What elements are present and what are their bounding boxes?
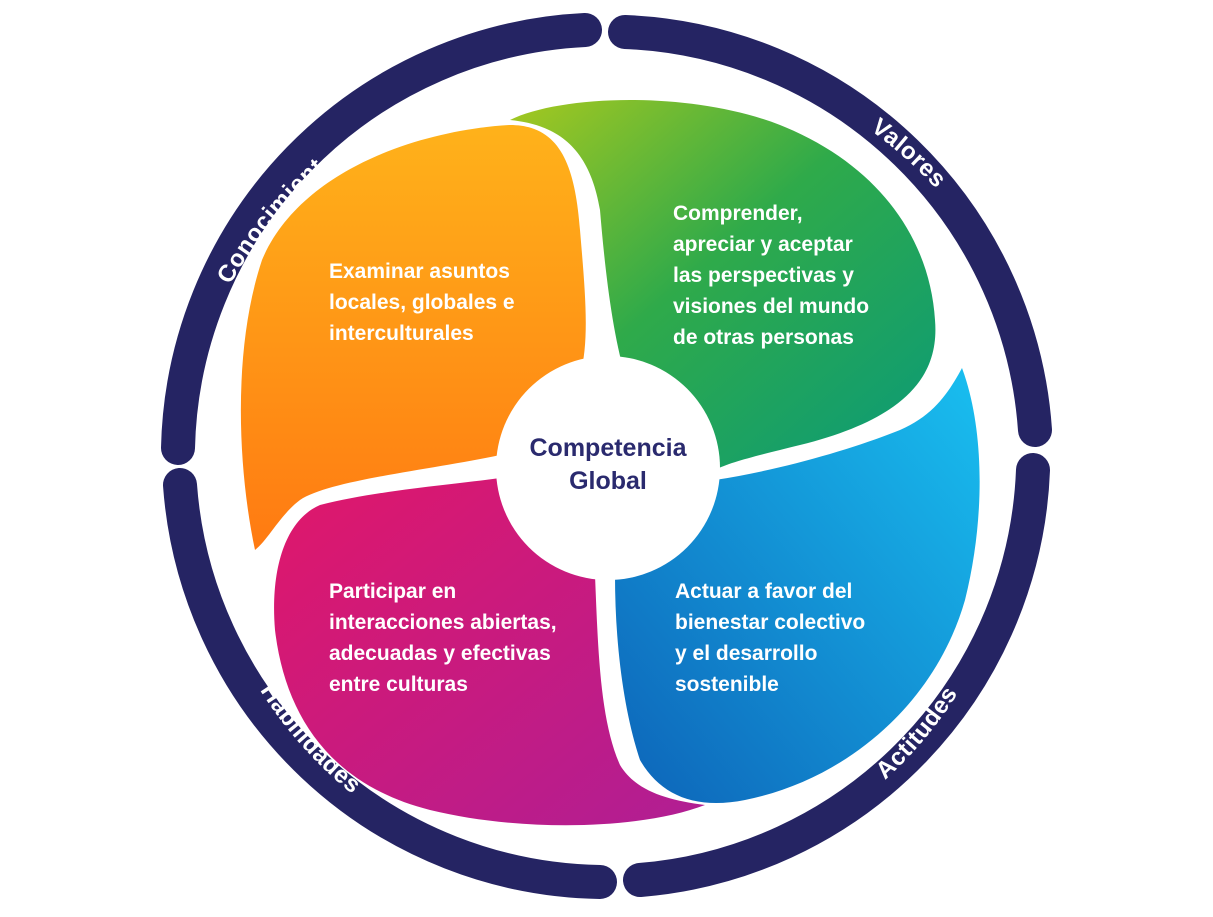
petal-green-line: visiones del mundo: [673, 295, 870, 318]
petal-green-line: Comprender,: [673, 202, 803, 225]
petal-magenta-text: Participar en interacciones abiertas, ad…: [329, 576, 557, 700]
ring-segment-top-left: [161, 13, 602, 465]
petal-blue-text: Actuar a favor del bienestar colectivo y…: [675, 576, 865, 700]
petal-blue-line: sostenible: [675, 673, 779, 696]
center-label: Competencia Global: [505, 432, 711, 498]
petal-magenta-line: adecuadas y efectivas: [329, 642, 551, 665]
center-circle: [496, 356, 720, 580]
petal-green-line: las perspectivas y: [673, 264, 854, 287]
petal-green-line: de otras personas: [673, 326, 854, 349]
petal-orange-line: Examinar asuntos: [329, 260, 510, 283]
outer-ring: [161, 13, 1052, 899]
ring-label-valores: Valores: [866, 113, 951, 193]
petal-blue-line: Actuar a favor del: [675, 580, 853, 603]
petal-magenta-line: Participar en: [329, 580, 457, 603]
ring-segment-top-right: [608, 15, 1052, 447]
ring-segment-bottom-right: [623, 453, 1050, 897]
center-label-line2: Global: [569, 467, 647, 495]
petal-orange-line: interculturales: [329, 322, 474, 345]
petal-magenta-line: entre culturas: [329, 673, 468, 696]
center-label-line1: Competencia: [529, 434, 687, 462]
petal-blue-line: bienestar colectivo: [675, 611, 866, 634]
petal-green-text: Comprender, apreciar y aceptar las persp…: [673, 198, 869, 353]
petal-blue: [615, 368, 980, 804]
petal-orange-text: Examinar asuntos locales, globales e int…: [329, 256, 515, 349]
ring-segment-bottom-left: [163, 468, 617, 899]
petal-magenta-line: interacciones abiertas,: [329, 611, 557, 634]
petal-orange-line: locales, globales e: [329, 291, 515, 314]
petal-green: [510, 100, 936, 470]
petal-blue-line: y el desarrollo: [675, 642, 818, 665]
petal-green-line: apreciar y aceptar: [673, 233, 853, 256]
petal-magenta: [274, 478, 705, 826]
